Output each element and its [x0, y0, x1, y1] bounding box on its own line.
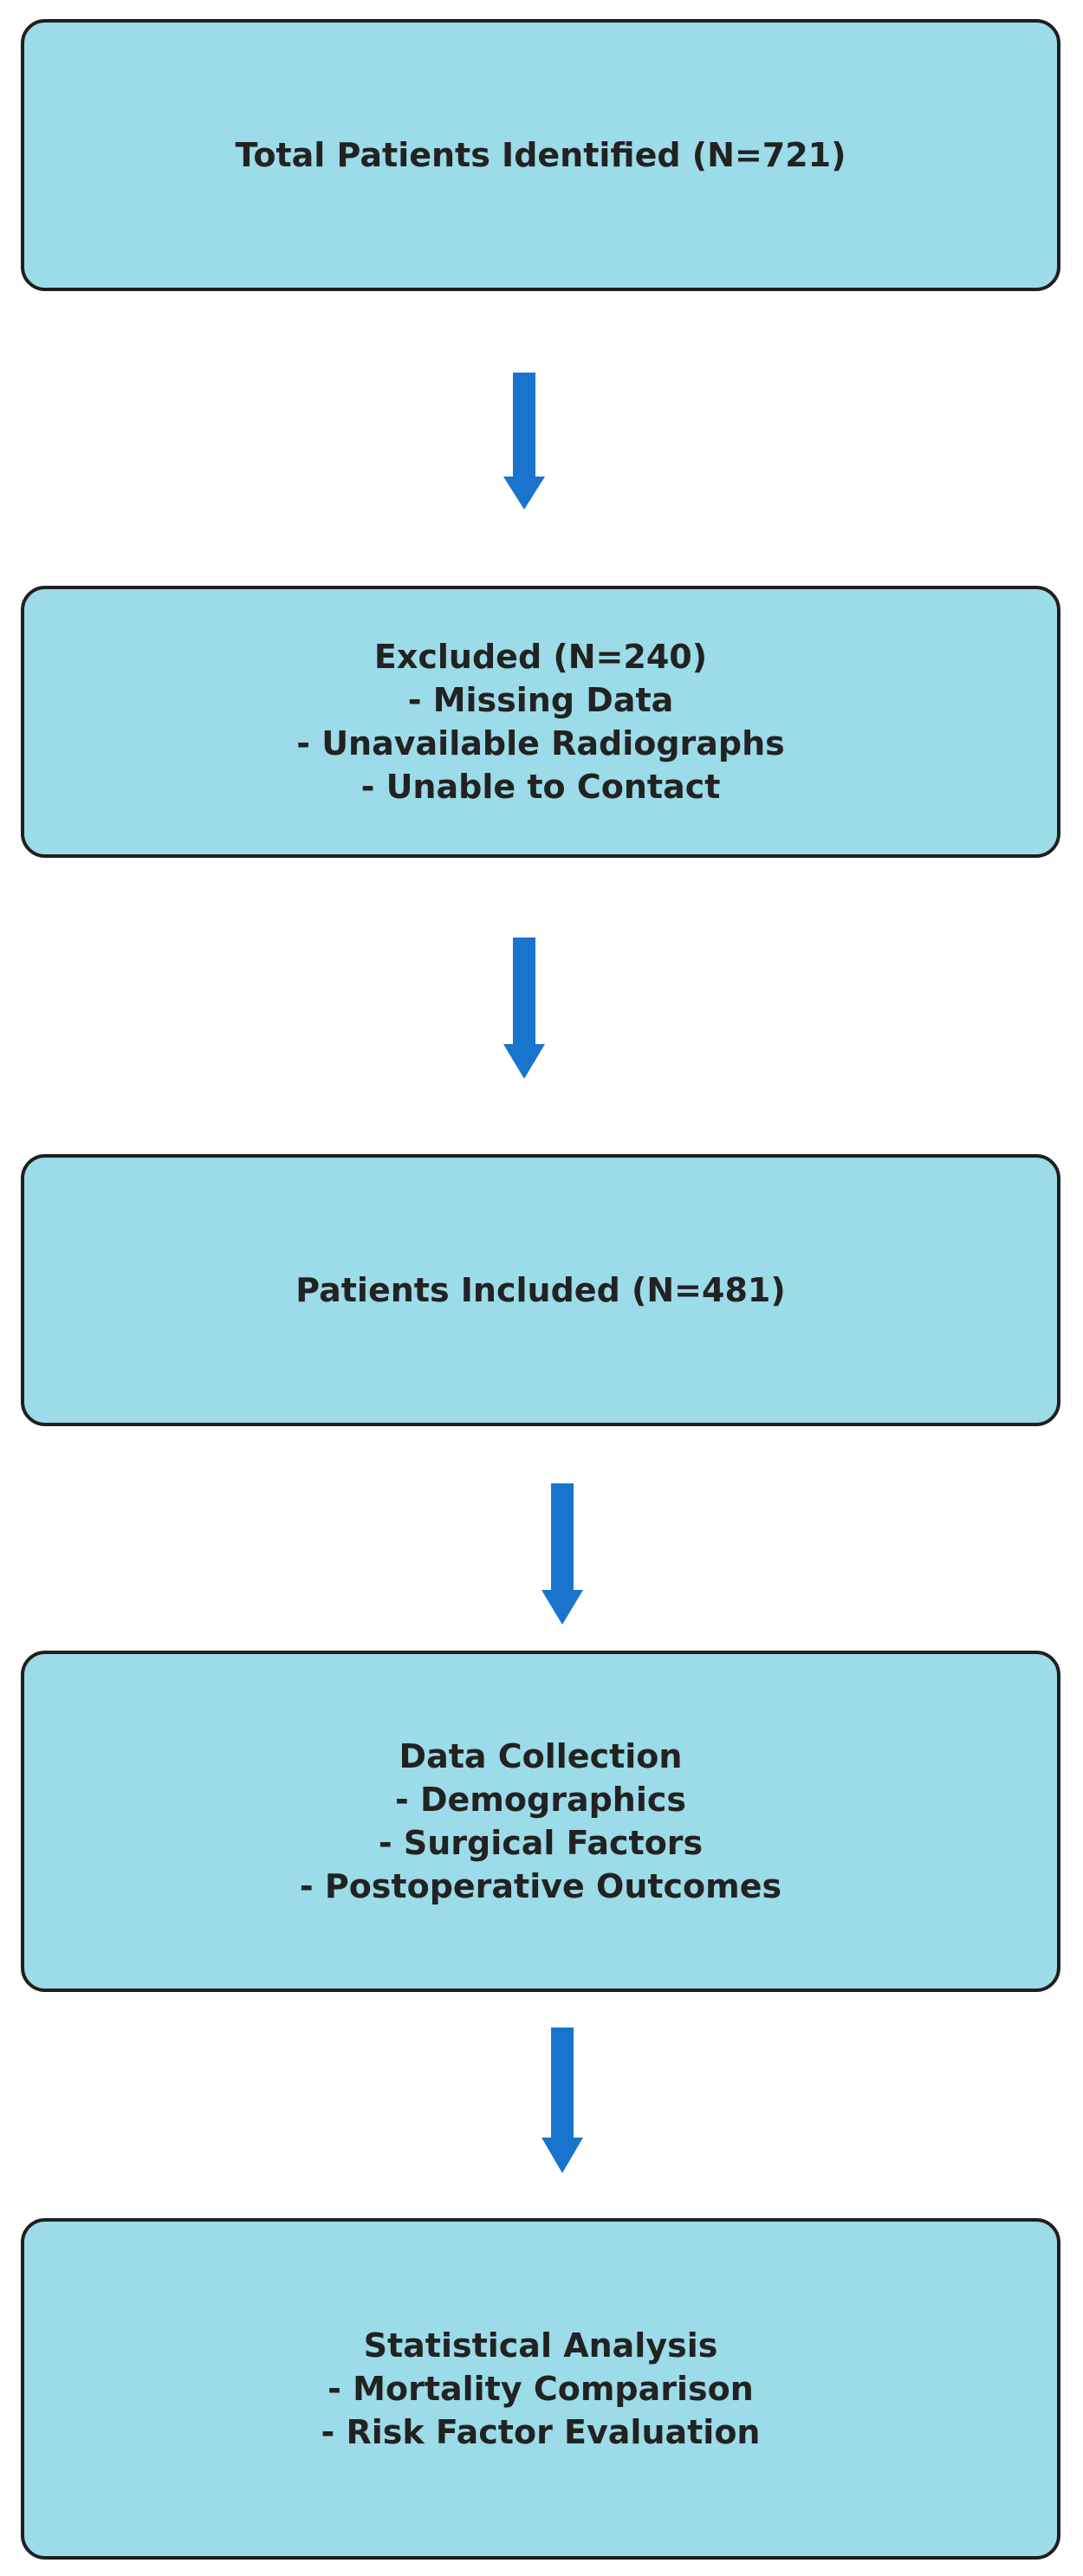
down-arrow-icon	[498, 938, 550, 1080]
box-line: Data Collection	[399, 1737, 683, 1775]
box-line: - Surgical Factors	[378, 1824, 704, 1862]
flow-box-total-patients: Total Patients Identified (N=721)	[21, 19, 1060, 291]
box-line: - Demographics	[394, 1781, 687, 1819]
down-arrow-icon	[536, 1483, 588, 1626]
box-line: Total Patients Identified (N=721)	[235, 136, 846, 174]
box-line: - Unavailable Radiographs	[296, 724, 785, 762]
down-arrow-icon	[536, 2028, 588, 2175]
box-line: - Mortality Comparison	[327, 2370, 754, 2408]
flow-box-text: Data Collection - Demographics - Surgica…	[300, 1735, 781, 1908]
flow-box-text: Patients Included (N=481)	[295, 1269, 785, 1312]
flow-box-excluded: Excluded (N=240) - Missing Data - Unavai…	[21, 586, 1060, 858]
flow-box-data-collection: Data Collection - Demographics - Surgica…	[21, 1651, 1060, 1992]
box-line: - Risk Factor Evaluation	[321, 2413, 761, 2451]
box-line: Excluded (N=240)	[373, 638, 708, 676]
flow-box-text: Total Patients Identified (N=721)	[236, 133, 846, 177]
flow-box-text: Excluded (N=240) - Missing Data - Unavai…	[296, 635, 785, 808]
down-arrow-icon	[498, 373, 550, 511]
flow-box-statistical-analysis: Statistical Analysis - Mortality Compari…	[21, 2218, 1060, 2560]
box-line: Patients Included (N=481)	[295, 1271, 786, 1309]
box-line: - Missing Data	[407, 681, 674, 719]
flow-box-patients-included: Patients Included (N=481)	[21, 1154, 1060, 1426]
box-line: - Postoperative Outcomes	[299, 1867, 782, 1905]
box-line: Statistical Analysis	[363, 2326, 718, 2365]
flow-box-text: Statistical Analysis - Mortality Compari…	[321, 2324, 761, 2454]
box-line: - Unable to Contact	[360, 768, 721, 806]
